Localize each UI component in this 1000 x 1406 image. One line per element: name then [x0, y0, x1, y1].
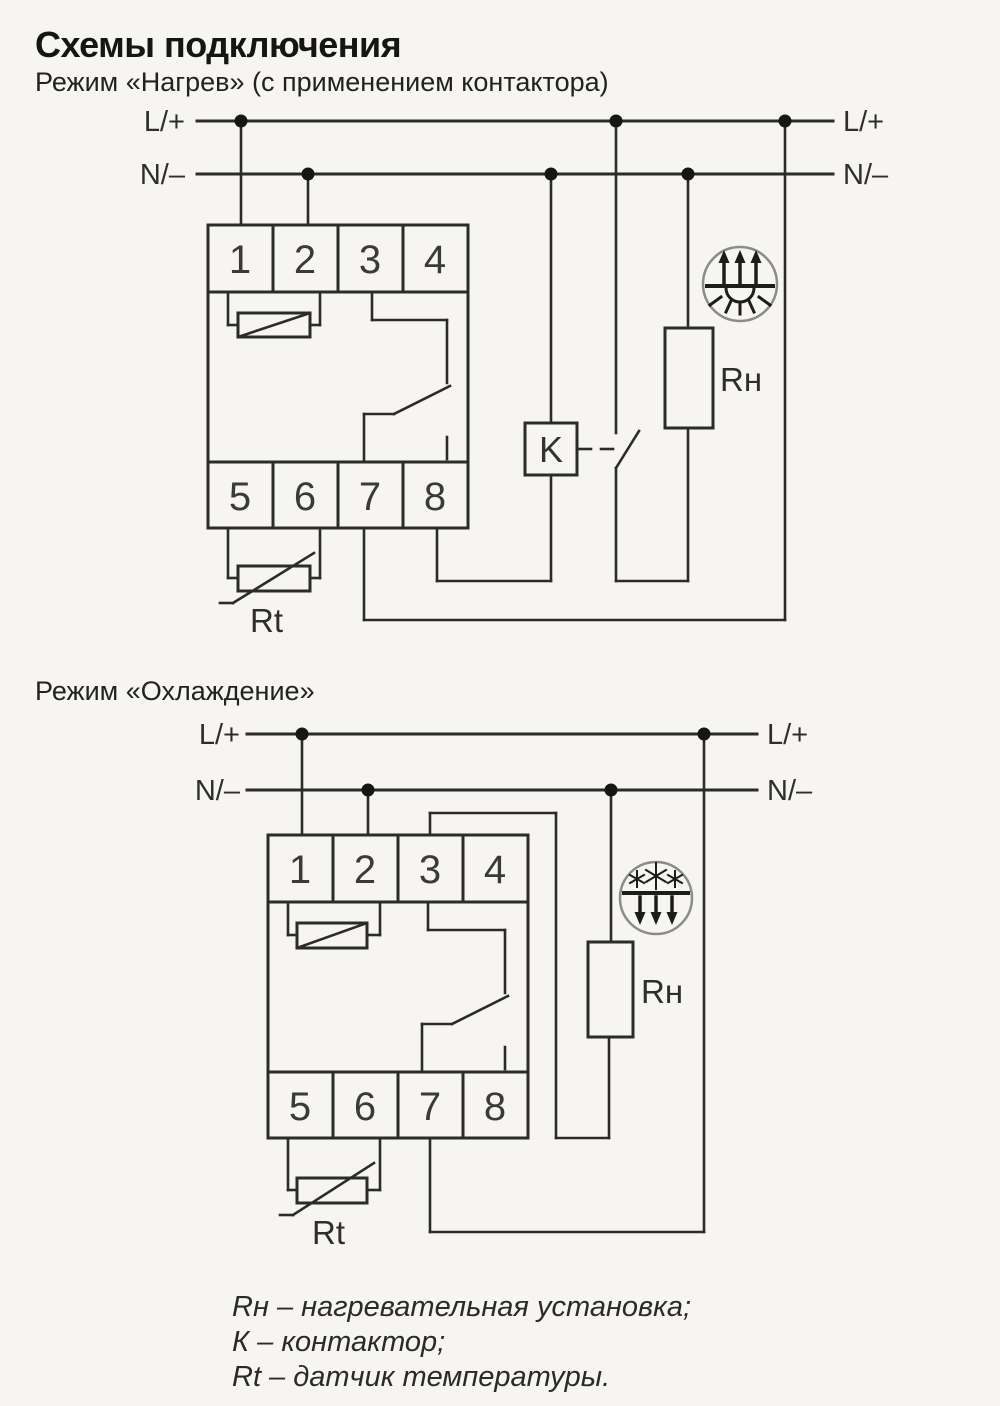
terminal-7: 7: [359, 475, 381, 519]
relay-contact-arm: [450, 994, 510, 1026]
heating-rail-labels: L/+ N/– L/+ N/–: [140, 106, 889, 191]
cooling-device-internals: [286, 900, 510, 1074]
terminal-8: 8: [484, 1085, 506, 1129]
terminal-6: 6: [354, 1085, 376, 1129]
rail-label-l-right: L/+: [767, 719, 808, 751]
rail-label-n-right: N/–: [843, 159, 889, 191]
terminal-4: 4: [424, 238, 446, 282]
terminal-3: 3: [359, 238, 381, 282]
cooling-wires: [300, 732, 706, 1234]
heating-heater-resistor: [663, 326, 715, 430]
legend-contactor-line: К – контактор;: [232, 1326, 446, 1358]
rail-label-l-left: L/+: [199, 719, 240, 751]
terminal-6: 6: [294, 475, 316, 519]
cooling-sensor-label: Rt: [312, 1214, 345, 1251]
cooling-terminal-numbers: 1 2 3 4 5 6 7 8: [289, 848, 506, 1129]
cooling-heater-resistor: [586, 940, 635, 1039]
page-title: Схемы подключения: [35, 24, 402, 65]
rail-label-n-left: N/–: [195, 775, 241, 807]
contactor-switch-arm: [614, 429, 641, 470]
heating-wires: [239, 119, 787, 622]
cooling-rail-labels: L/+ N/– L/+ N/–: [195, 719, 813, 807]
heating-mode-heading: Режим «Нагрев» (с применением контактора…: [35, 67, 609, 97]
terminal-2: 2: [354, 848, 376, 892]
terminal-2: 2: [294, 238, 316, 282]
legend-sensor-line: Rt – датчик температуры.: [232, 1361, 611, 1393]
heating-junction-dots: [234, 114, 792, 181]
heating-heater-label: Rн: [720, 361, 762, 398]
cooling-device: [266, 833, 530, 1140]
terminal-1: 1: [289, 848, 311, 892]
cooling-temp-sensor: [278, 1136, 382, 1217]
legend: Rн – нагревательная установка; К – конта…: [232, 1290, 691, 1395]
rail-label-l-left: L/+: [144, 106, 185, 138]
contactor-label: K: [539, 429, 563, 470]
terminal-1: 1: [229, 238, 251, 282]
legend-heater-line: Rн – нагревательная установка;: [232, 1291, 692, 1323]
heating-diagram: 1 2 3 4 5 6 7 8 Rt K: [140, 106, 889, 639]
heating-sensor-label: Rt: [250, 602, 283, 639]
heating-terminal-numbers: 1 2 3 4 5 6 7 8: [229, 238, 446, 519]
cooling-supply-rails: [245, 732, 759, 792]
terminal-5: 5: [289, 1085, 311, 1129]
heating-device: [206, 223, 470, 530]
cooling-mode-heading: Режим «Охлаждение»: [35, 676, 315, 706]
terminal-4: 4: [484, 848, 506, 892]
cooling-diagram: 1 2 3 4 5 6 7 8 Rt Rн: [195, 719, 813, 1251]
rail-label-n-right: N/–: [767, 775, 813, 807]
terminal-3: 3: [419, 848, 441, 892]
cooling-icon: [618, 860, 694, 936]
heating-temp-sensor: [218, 526, 322, 605]
heating-device-internals: [226, 290, 452, 464]
terminal-8: 8: [424, 475, 446, 519]
rail-label-l-right: L/+: [843, 106, 884, 138]
relay-contact-arm: [392, 384, 452, 416]
terminal-7: 7: [419, 1085, 441, 1129]
contactor-link-dashes: [576, 429, 641, 470]
cooling-heater-label: Rн: [641, 973, 683, 1010]
snowflake-glyphs: [628, 862, 684, 890]
heating-icon: [701, 245, 779, 323]
heating-supply-rails: [195, 119, 835, 176]
terminal-5: 5: [229, 475, 251, 519]
rail-label-n-left: N/–: [140, 159, 186, 191]
cooling-junction-dots: [295, 727, 711, 797]
